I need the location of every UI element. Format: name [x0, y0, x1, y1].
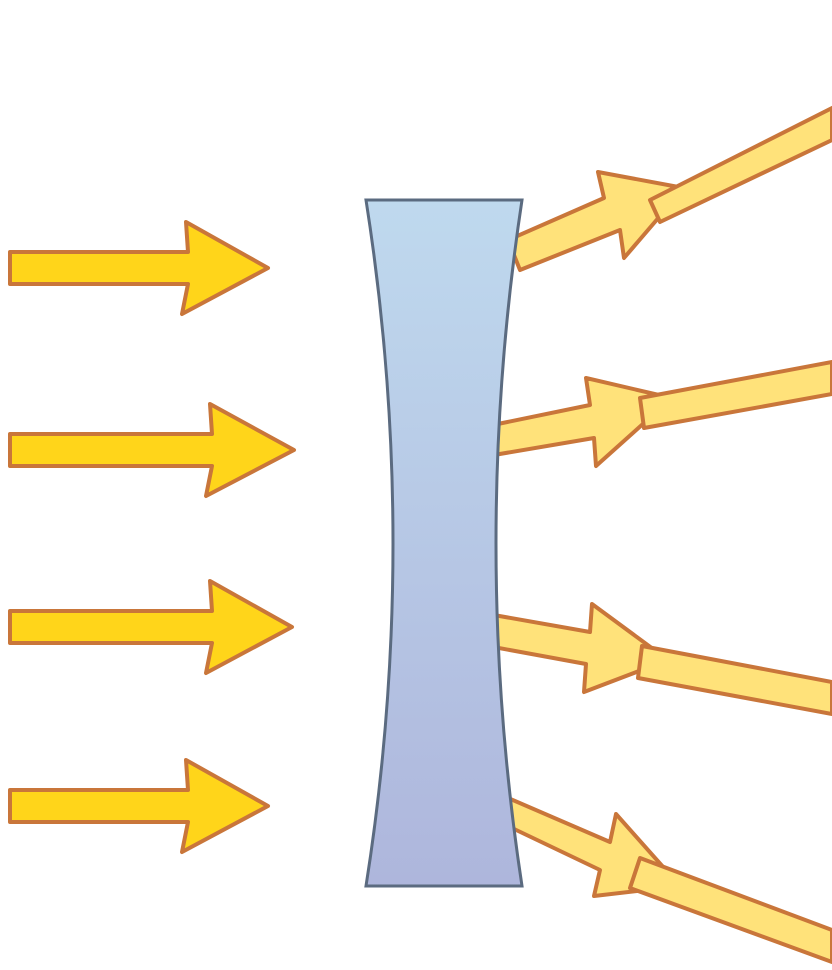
outgoing-ray-3-tail: [638, 646, 832, 714]
incoming-rays: [10, 222, 294, 852]
concave-lens: [366, 200, 522, 886]
incoming-ray-1: [10, 222, 268, 314]
incoming-ray-4: [10, 760, 268, 852]
incoming-ray-2: [10, 404, 294, 496]
outgoing-ray-1-tail: [650, 108, 832, 222]
outgoing-ray-4-tail: [630, 858, 832, 962]
incoming-ray-3: [10, 581, 292, 673]
outgoing-rays: [488, 108, 832, 962]
outgoing-ray-2-tail: [640, 362, 832, 428]
